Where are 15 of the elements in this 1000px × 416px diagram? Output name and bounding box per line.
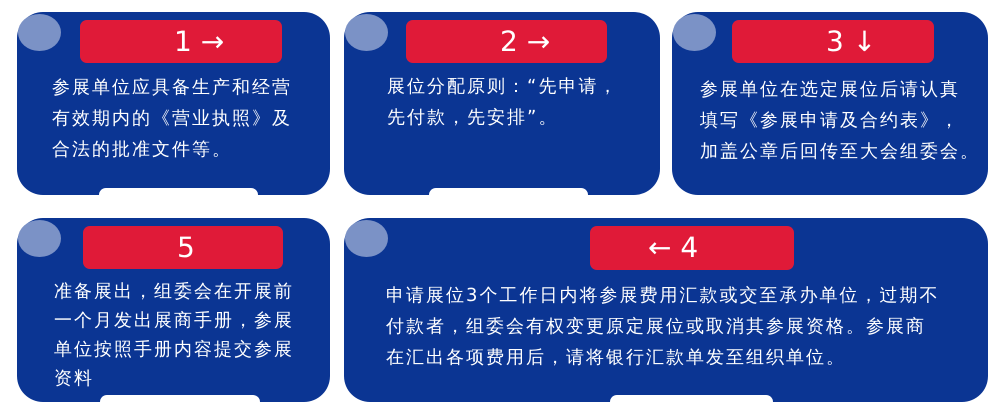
heading-bar: ← 4: [590, 226, 794, 270]
info-card: [17, 218, 330, 402]
heading-bar: 2 →: [406, 20, 607, 63]
description-text: 参展单位在选定展位后请认真填写《参展申请及合约表》，加盖公章后回传至大会组委会。: [700, 78, 981, 164]
description-text: 展位分配原则：“先申请，先付款，先安排”。: [387, 75, 620, 130]
description-text: 申请展位3个工作日内将参展费用汇款或交至承办单位，过期不付款者，组委会有权变更原定展位或取消其参展资格。参展商在汇出各项费用后，请将银行汇款单发至组织单位。: [386, 284, 940, 370]
description-text: 准备展出，组委会在开展前一个月发出展商手册，参展单位按照手册内容提交参展资料: [54, 280, 295, 391]
heading-bar: 5: [83, 226, 283, 269]
heading-bar: 1 →: [80, 20, 282, 63]
info-card: [344, 12, 660, 195]
info-card: [672, 12, 988, 195]
info-card: [344, 218, 988, 402]
description-text: 参展单位应具备生产和经营有效期内的《营业执照》及合法的批准文件等。: [52, 76, 293, 162]
info-card: [17, 12, 330, 195]
heading-bar: 3 ↓: [732, 20, 934, 63]
